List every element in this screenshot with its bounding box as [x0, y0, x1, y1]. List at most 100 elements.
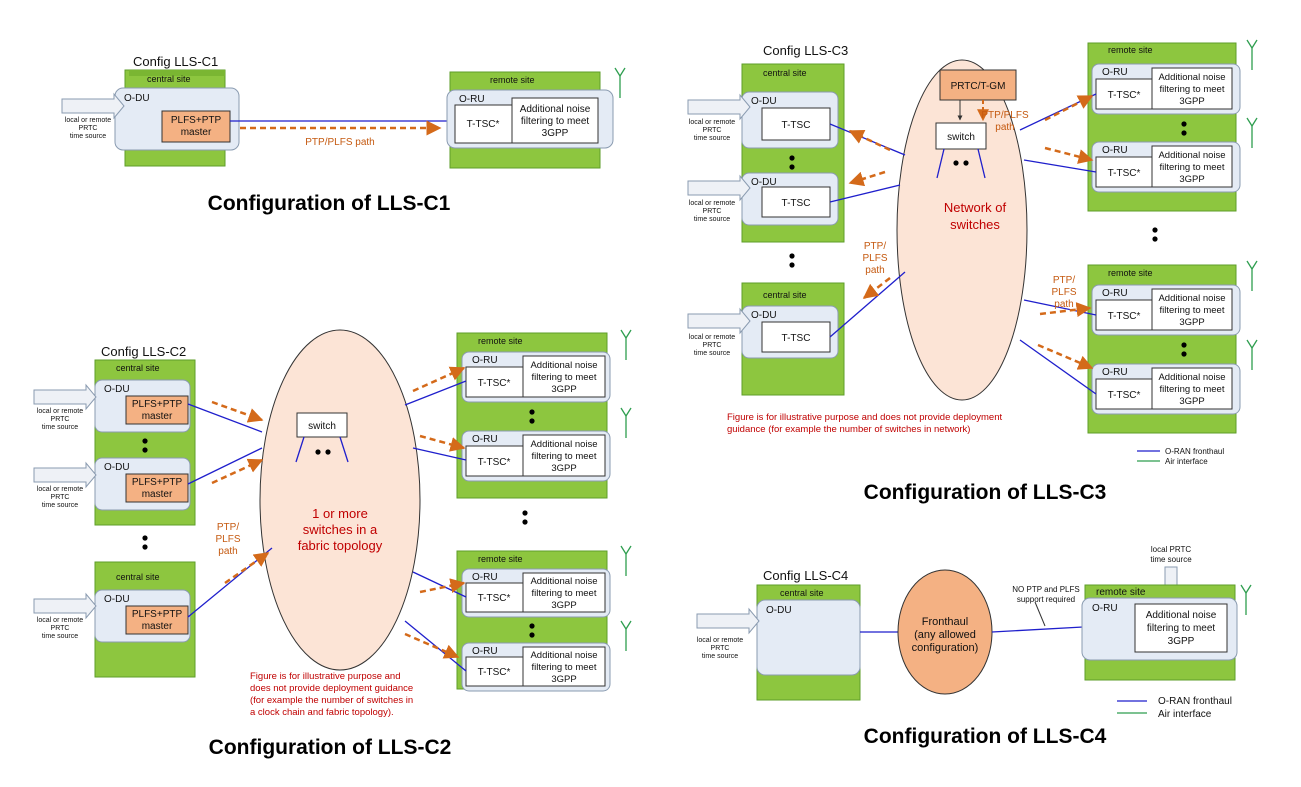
c2-ptp-arrow — [419, 434, 466, 452]
c3-ttsc-1 — [1095, 78, 1153, 110]
c3-noise-3 — [1151, 288, 1233, 331]
c2-time-1-line3: time source — [42, 424, 78, 431]
c3-noise-1 — [1151, 67, 1233, 110]
c3-noise-2-line2: filtering to meet — [1160, 162, 1225, 173]
c3-config-title: Config LLS-C3 — [763, 43, 848, 58]
c2-dot — [325, 449, 331, 455]
c3-dot — [789, 164, 795, 170]
c3-legend-air: Air interface — [1165, 457, 1208, 466]
c3-odu-1-label: O-DU — [751, 96, 777, 107]
c3-ptp-arrow — [1044, 94, 1094, 122]
c3-switch-path-line2: path — [995, 122, 1014, 133]
c3-dot — [1181, 351, 1187, 357]
c3-time-source-arrow — [687, 94, 751, 120]
c2-central-site-1-label: central site — [116, 363, 160, 373]
c2-antenna-icon — [620, 545, 632, 577]
c3-ptp-label-2: PLFS — [862, 253, 887, 264]
c2-fabric-ellipse — [259, 329, 421, 671]
c2-time-2-line3: time source — [42, 502, 78, 509]
c2-noise-2-line2: filtering to meet — [532, 451, 597, 462]
c4-noise-line1: Additional noise — [1146, 610, 1217, 621]
c2-oru-4-label: O-RU — [472, 646, 498, 657]
c4-time-line2: PRTC — [711, 645, 730, 652]
c3-time-1-line3: time source — [694, 135, 730, 142]
c1-caption: Configuration of LLS-C1 — [208, 192, 451, 215]
c2-note-line4: a clock chain and fabric topology). — [250, 707, 394, 718]
c2-antenna-icon — [620, 329, 632, 361]
c2-ptp-arrow — [211, 400, 264, 423]
c2-dot — [529, 623, 535, 629]
c3-ptp-label-1: PTP/ — [864, 241, 886, 252]
c2-noise-4 — [522, 646, 606, 687]
c2-noise-1-line2: filtering to meet — [532, 372, 597, 383]
c3-network-ellipse — [896, 59, 1028, 401]
c2-note-line1: Figure is for illustrative purpose and — [250, 671, 401, 682]
c2-time-3-line3: time source — [42, 633, 78, 640]
c2-time-source-arrow — [33, 384, 97, 410]
c2-switch-leg — [295, 436, 305, 463]
c2-ptp-arrow — [224, 551, 270, 585]
c3-time-2-line2: PRTC — [703, 208, 722, 215]
c4-time-line1: local or remote — [697, 637, 743, 644]
c2-time-1-line2: PRTC — [51, 416, 70, 423]
c4-oru-label: O-RU — [1092, 603, 1118, 614]
c2-noise-4-line2: filtering to meet — [532, 662, 597, 673]
c3-dot — [1181, 342, 1187, 348]
c3-ptp-arrow — [1044, 146, 1094, 164]
c2-ptp-arrow — [419, 578, 466, 594]
c3-net-line1: Network of — [944, 200, 1007, 215]
c2-switch — [296, 412, 348, 438]
c2-noise-4-line1: Additional noise — [530, 650, 597, 661]
c3-fronthaul-link — [1023, 159, 1097, 173]
c3-ptp-arrow — [862, 277, 891, 299]
c3-ttsc-2 — [1095, 156, 1153, 188]
c2-antenna-icon — [620, 407, 632, 439]
c3-ttsc-2-label: T-TSC* — [1108, 168, 1141, 179]
c2-ttsc-4-label: T-TSC* — [478, 667, 511, 678]
c3-dot — [953, 160, 959, 166]
c4-config-title: Config LLS-C4 — [763, 568, 848, 583]
c2-remote-site-1-label: remote site — [478, 336, 523, 346]
c2-switch-label: switch — [308, 421, 336, 432]
c3-time-2-line3: time source — [694, 216, 730, 223]
c3-noise-3-line2: filtering to meet — [1160, 305, 1225, 316]
c4-central-site-label: central site — [780, 588, 824, 598]
c2-oru-2-label: O-RU — [472, 434, 498, 445]
c3-switch-label: switch — [947, 132, 975, 143]
c3-oru-4-label: O-RU — [1102, 367, 1128, 378]
c2-master-3-line1: PLFS+PTP — [132, 609, 183, 620]
c2-dot — [529, 409, 535, 415]
c3-noise-1-line1: Additional noise — [1158, 72, 1225, 83]
c2-time-2-line1: local or remote — [37, 486, 83, 493]
c4-odu-label: O-DU — [766, 605, 792, 616]
c1-noise-line3: 3GPP — [542, 128, 569, 139]
c2-remote-site-2-label: remote site — [478, 554, 523, 564]
c3-noise-1-line2: filtering to meet — [1160, 84, 1225, 95]
c3-antenna-icon — [1246, 339, 1258, 371]
c3-noise-2 — [1151, 145, 1233, 188]
c4-noise-line2: filtering to meet — [1147, 623, 1216, 634]
c2-dot — [142, 447, 148, 453]
c4-legend-fronthaul: O-RAN fronthaul — [1158, 696, 1232, 707]
c4-odu — [756, 599, 861, 676]
c3-prtc-tgm — [939, 69, 1017, 101]
c3-antenna-icon — [1246, 117, 1258, 149]
c2-dot — [142, 535, 148, 541]
c2-time-2-line2: PRTC — [51, 494, 70, 501]
c3-ttsc-odu-2 — [761, 186, 831, 218]
c3-ttsc-1-label: T-TSC* — [1108, 90, 1141, 101]
c1-master — [161, 110, 231, 143]
c1-time-line3: time source — [70, 133, 106, 140]
c3-central-site-2-label: central site — [763, 290, 807, 300]
c3-time-source-arrow — [687, 175, 751, 201]
c3-noise-1-line3: 3GPP — [1179, 96, 1204, 107]
c3-fronthaul-link — [829, 184, 901, 203]
c2-note-line3: (for example the number of switches in — [250, 695, 413, 706]
c3-dot — [789, 155, 795, 161]
c2-master-1-line2: master — [142, 411, 173, 422]
c4-noise-line3: 3GPP — [1168, 636, 1195, 647]
c3-dot — [963, 160, 969, 166]
c2-antenna-icon — [620, 620, 632, 652]
c2-ttsc-4 — [465, 656, 524, 687]
c3-ptp-right-3: path — [1054, 299, 1073, 310]
